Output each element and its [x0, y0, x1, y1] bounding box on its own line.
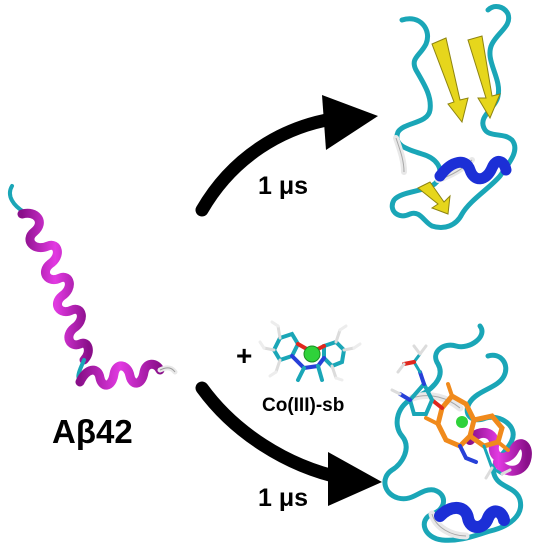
upper-arrowhead [322, 95, 378, 150]
bound-ligand [424, 382, 510, 464]
lower-time-label: 1 μs [258, 484, 308, 512]
top-product-beta-strand-3 [417, 181, 451, 215]
upper-time-label: 1 μs [258, 172, 308, 200]
lower-reaction-arrow [195, 381, 382, 506]
top-product-beta-strand-1 [431, 37, 469, 124]
bound-side-chain [390, 344, 512, 480]
monomer-long-helix [17, 208, 93, 365]
monomer-short-helix [75, 359, 165, 390]
plus-sign: + [236, 340, 252, 371]
bottom-product-alpha-helix [465, 427, 532, 476]
top-product-beta-strand-2 [467, 35, 501, 120]
peptide-label: Aβ42 [52, 413, 133, 450]
abeta42-monomer-structure [7, 184, 178, 390]
product-beta-structure [389, 4, 518, 230]
co-sb-complex-structure [258, 320, 362, 382]
complex-label: Co(III)-sb [262, 395, 344, 416]
monomer-n-terminal-coil [7, 184, 26, 214]
bound-cobalt-atom [456, 416, 468, 428]
cobalt-atom [303, 345, 321, 363]
bottom-product-310-helix [434, 502, 510, 533]
top-product-helix [434, 156, 512, 185]
lower-arrowhead [328, 452, 382, 506]
top-product-coil [389, 4, 518, 230]
product-complex-bound-structure [382, 323, 532, 543]
upper-reaction-arrow [195, 95, 378, 217]
